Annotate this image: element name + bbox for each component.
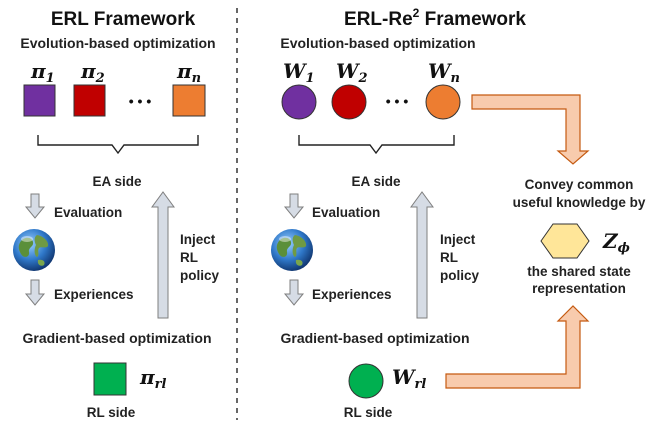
left-experiences-label: Experiences <box>54 287 134 302</box>
right-evaluation-arrow <box>283 193 305 219</box>
right-ea-side-label: EA side <box>351 174 401 189</box>
right-ellipsis: • • • <box>386 93 409 109</box>
shared-label-line-1: the shared state <box>527 264 631 279</box>
left-inject-arrow <box>151 191 175 319</box>
right-policy-2-label: W2 <box>336 59 368 86</box>
right-policy-n-label: Wn <box>428 59 460 86</box>
left-policy-n-square <box>172 84 206 117</box>
left-evaluation-label: Evaluation <box>54 205 122 220</box>
left-inject-line-2: RL <box>180 250 198 265</box>
rl-to-shared-arrow <box>445 305 590 389</box>
left-rl-policy-square <box>93 362 127 396</box>
left-experiences-arrow <box>24 279 46 306</box>
ea-to-shared-arrow <box>471 94 590 165</box>
right-policy-2-circle <box>331 84 367 120</box>
left-evaluation-arrow <box>24 193 46 219</box>
left-policy-2-label: π2 <box>80 59 105 86</box>
left-population-brace <box>37 135 199 155</box>
right-inject-arrow <box>410 191 434 319</box>
left-title: ERL Framework <box>51 9 196 30</box>
right-rl-side-label: RL side <box>344 405 393 420</box>
convey-line-1: Convey common <box>525 177 634 192</box>
right-evaluation-label: Evaluation <box>312 205 380 220</box>
left-inject-line-3: policy <box>180 268 220 283</box>
left-policy-n-label: πn <box>176 59 201 86</box>
right-experiences-arrow <box>283 279 305 306</box>
left-gradient-label: Gradient-based optimization <box>22 330 211 346</box>
left-ellipsis: • • • <box>129 93 152 109</box>
convey-line-2: useful knowledge by <box>513 195 646 210</box>
shared-label-line-2: representation <box>532 281 626 296</box>
erl-framework-panel: ERL Framework Evolution-based optimizati… <box>13 9 220 420</box>
earth-globe-icon <box>271 229 313 271</box>
left-policy-1-label: π1 <box>30 59 55 86</box>
earth-globe-icon <box>13 229 55 271</box>
left-inject-line-1: Inject <box>180 232 216 247</box>
right-inject-line-3: policy <box>440 268 480 283</box>
left-policy-1-square <box>23 84 56 117</box>
right-policy-1-label: W1 <box>283 59 315 86</box>
right-inject-line-1: Inject <box>440 232 476 247</box>
right-experiences-label: Experiences <box>312 287 392 302</box>
erl-re2-framework-panel: ERL-Re2 Framework Evolution-based optimi… <box>271 6 646 420</box>
left-rl-side-label: RL side <box>87 405 136 420</box>
right-population-brace <box>298 135 455 155</box>
shared-representation-symbol: Zϕ <box>602 229 630 256</box>
left-rl-policy-label: πrl <box>139 365 166 392</box>
right-rl-policy-label: Wrl <box>392 365 426 392</box>
left-evolution-label: Evolution-based optimization <box>20 35 215 51</box>
right-policy-n-circle <box>425 84 461 120</box>
left-ea-side-label: EA side <box>92 174 142 189</box>
right-policy-1-circle <box>281 84 317 120</box>
shared-representation-hexagon <box>540 223 590 259</box>
right-inject-line-2: RL <box>440 250 458 265</box>
right-evolution-label: Evolution-based optimization <box>280 35 475 51</box>
right-gradient-label: Gradient-based optimization <box>280 330 469 346</box>
right-rl-policy-circle <box>348 363 384 399</box>
right-title: ERL-Re2 Framework <box>344 6 526 30</box>
left-policy-2-square <box>73 84 106 117</box>
